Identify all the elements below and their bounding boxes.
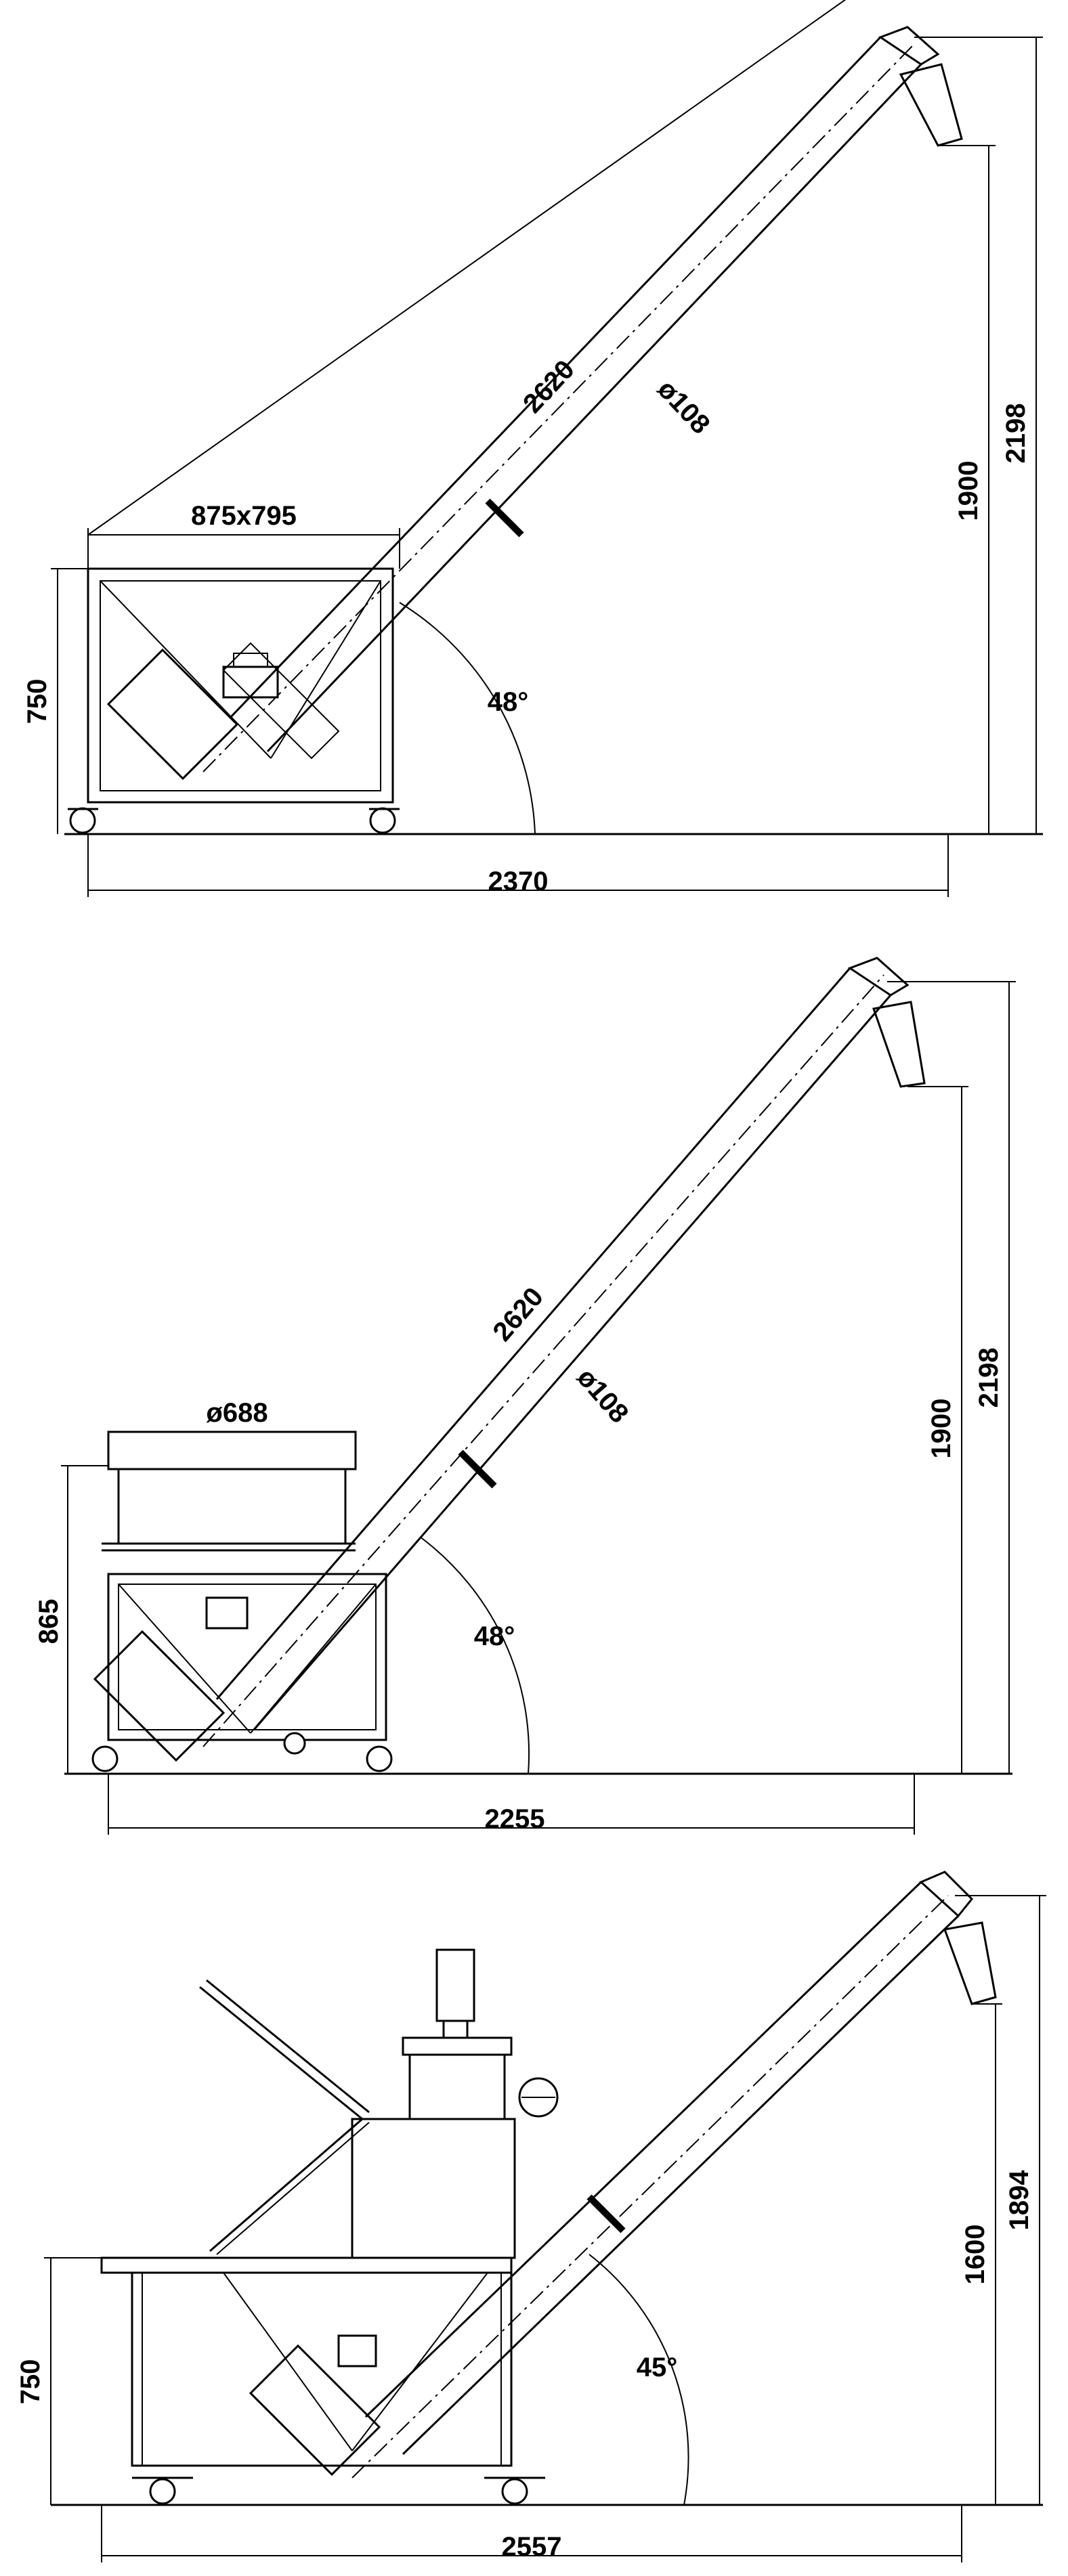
left-height-label: 750: [16, 2359, 45, 2405]
left-height-label: 865: [34, 1599, 64, 1644]
hopper-diameter-label: ø688: [206, 1398, 268, 1428]
total-height-label: 2198: [974, 1348, 1004, 1408]
motor-box: [106, 642, 340, 781]
total-height-label: 1894: [1004, 2170, 1034, 2231]
outlet-height-label: 1900: [926, 1399, 956, 1459]
drawing-view-1: 875x795 2620 ø108: [22, 0, 1043, 897]
angle-label: 48°: [474, 1621, 515, 1651]
outlet-height-label: 1600: [960, 2225, 990, 2285]
wheel-icon: [501, 2478, 528, 2505]
wheel-icon: [69, 807, 96, 834]
wheel-icon: [366, 1745, 393, 1772]
drawing-view-3: 45° 750 1600 1894 2557: [16, 1871, 1046, 2562]
wheel-icon: [283, 1732, 306, 1755]
drawing-view-2: ø688 2620 ø108 48° 865 1900: [34, 957, 1016, 1835]
wheel-icon: [149, 2478, 176, 2505]
angle-label: 48°: [488, 687, 529, 717]
outlet-height-label: 1900: [954, 461, 983, 521]
wheel-icon: [369, 807, 396, 834]
tube-length-label: 2620: [487, 1282, 549, 1347]
angle-label: 45°: [637, 2353, 678, 2382]
base-length-label: 2255: [485, 1804, 545, 1834]
frame-size-label: 875x795: [191, 501, 297, 531]
wheel-icon: [91, 1745, 119, 1772]
total-height-label: 2198: [1001, 403, 1031, 464]
screw-tube: [202, 26, 963, 772]
base-length-label: 2557: [502, 2532, 562, 2562]
left-height-label: 750: [22, 679, 52, 724]
base-length-label: 2370: [488, 867, 549, 896]
tube-length-label: 2620: [517, 355, 580, 419]
tube-diameter-label: ø108: [571, 1363, 634, 1429]
vibration-motor: [402, 1948, 559, 2120]
tube-diameter-label: ø108: [652, 374, 715, 440]
